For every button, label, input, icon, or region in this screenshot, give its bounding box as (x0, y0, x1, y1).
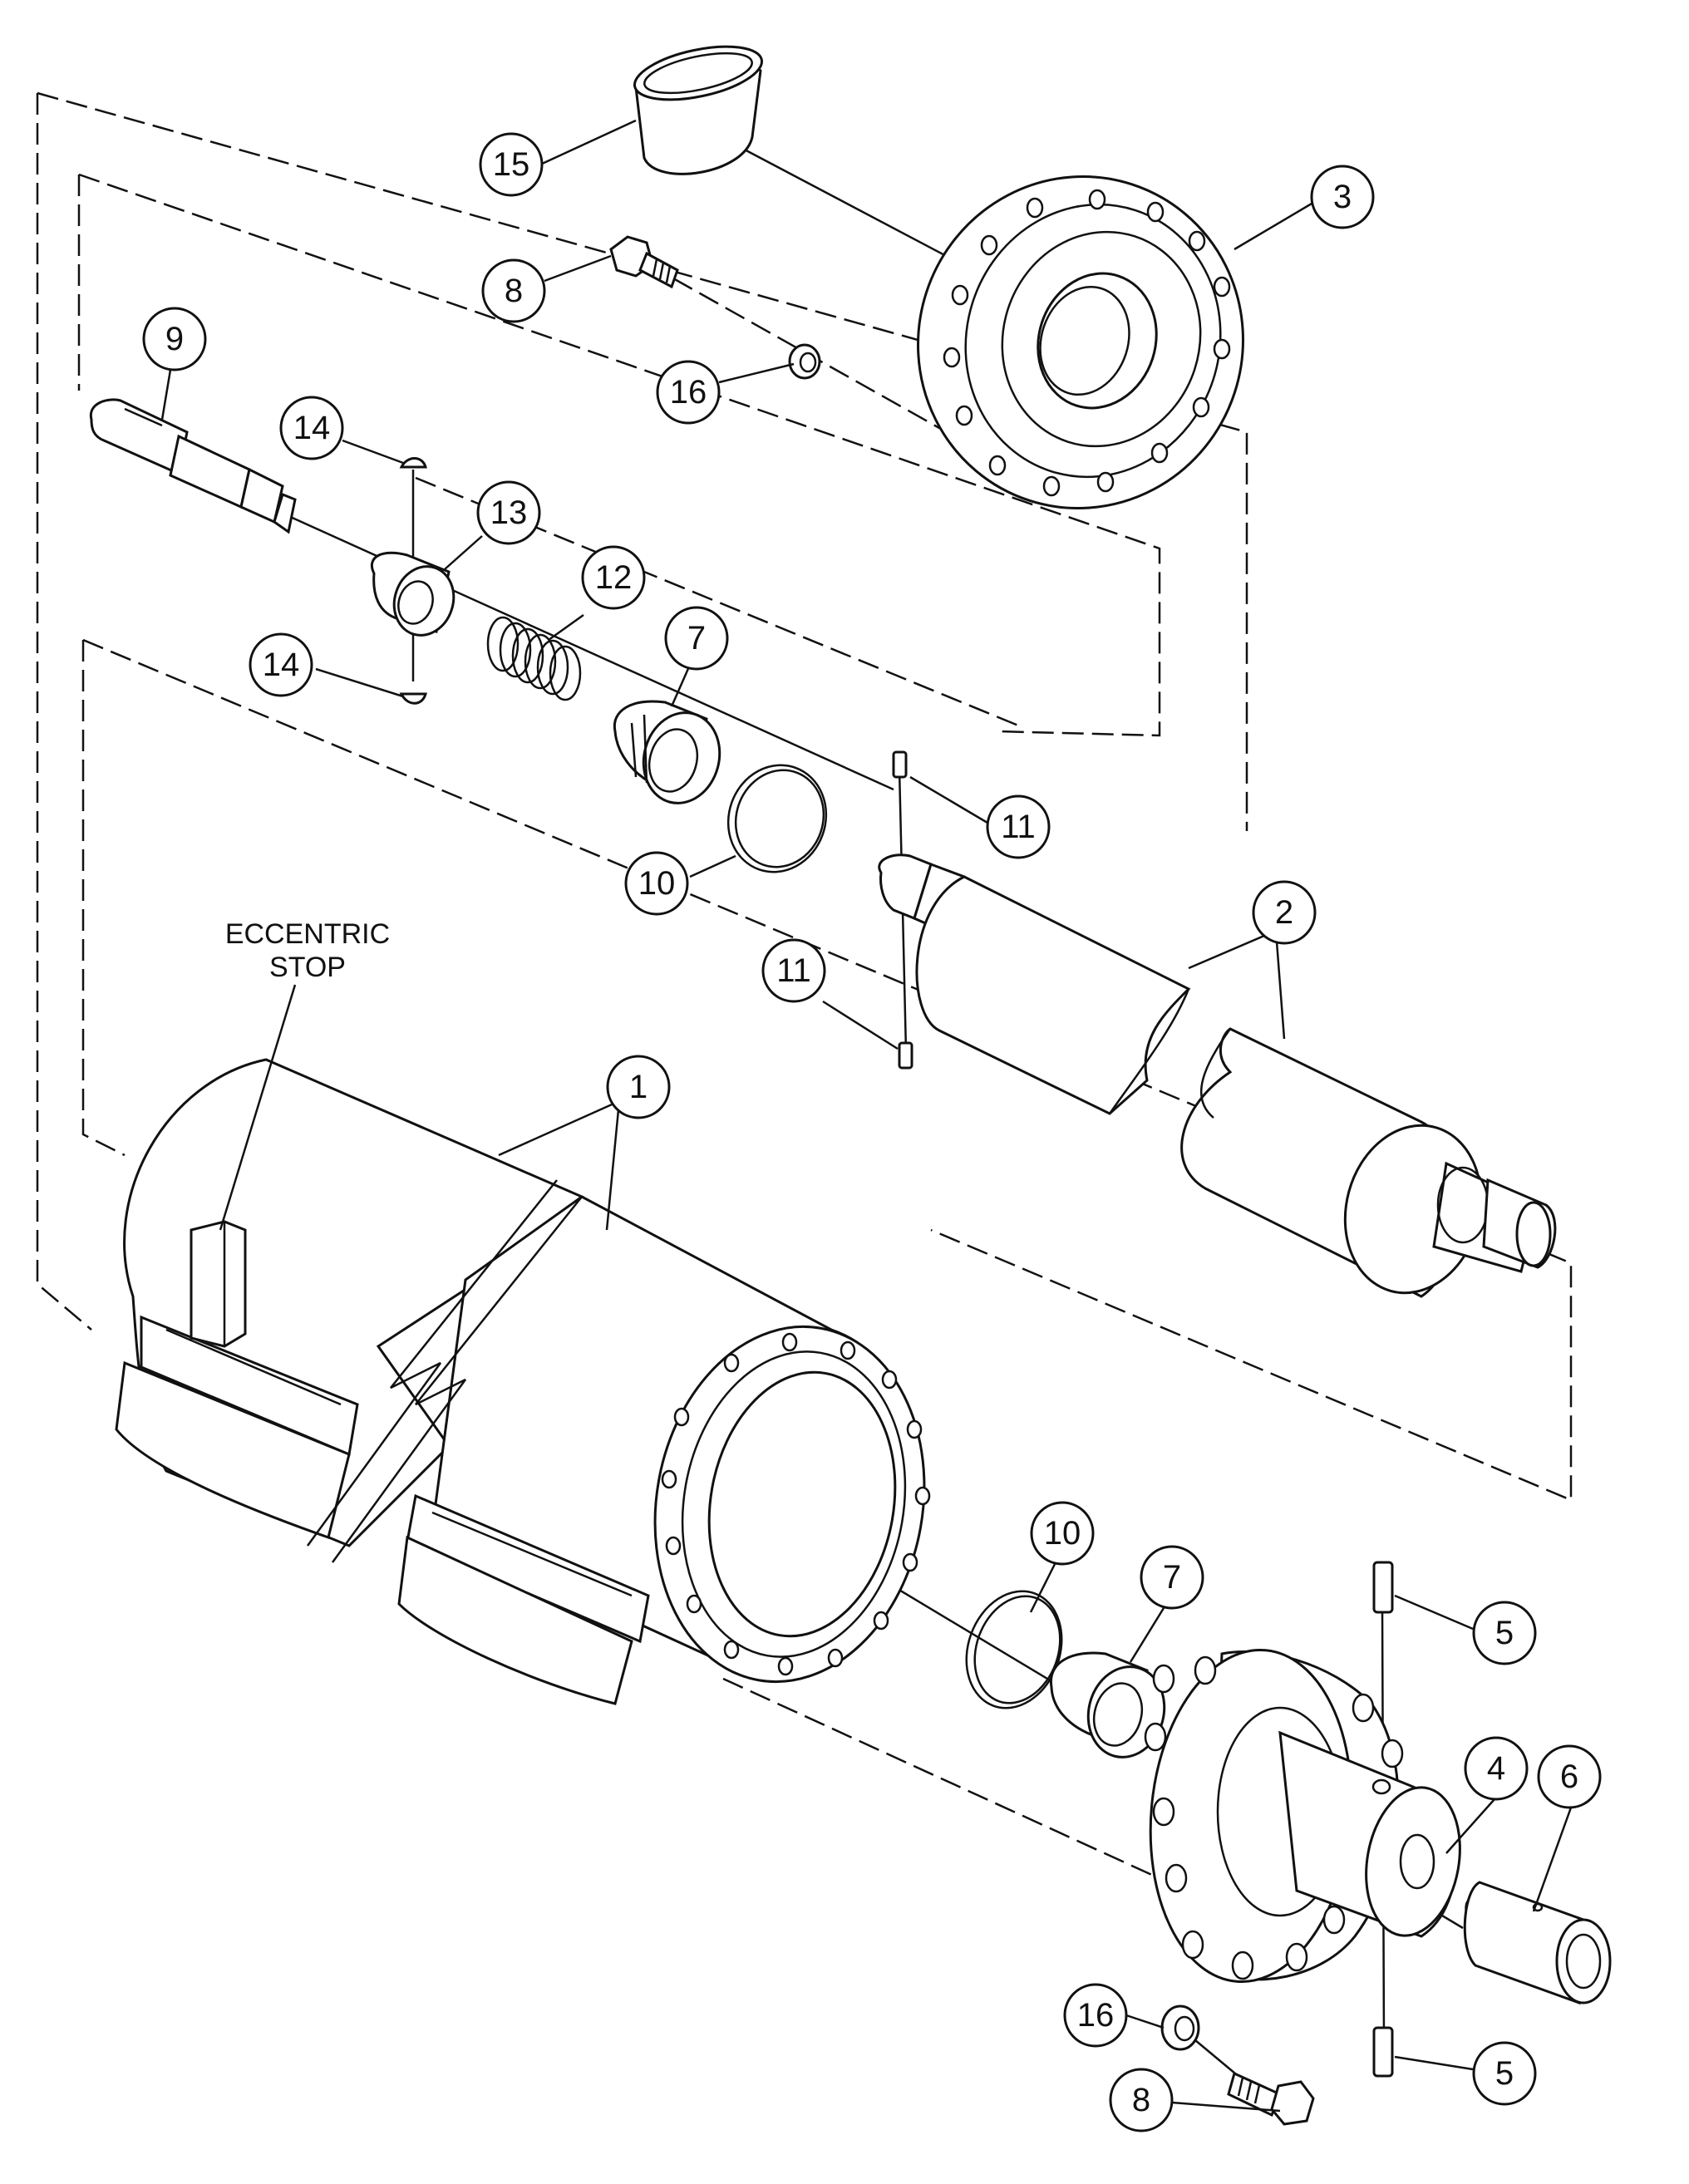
callout-3: 3 (1310, 165, 1375, 229)
svg-text:8: 8 (1132, 2082, 1150, 2118)
svg-text:7: 7 (687, 620, 706, 657)
callout-11-lower: 11 (761, 938, 826, 1003)
callout-14-upper: 14 (279, 396, 344, 460)
part-7-bearing-upper (613, 700, 721, 804)
part-3-flange-cap (917, 175, 1244, 510)
svg-text:13: 13 (490, 494, 528, 531)
svg-text:15: 15 (493, 146, 530, 183)
part-1-housing (115, 1058, 931, 1705)
callout-16-lower: 16 (1063, 1983, 1128, 2048)
svg-text:5: 5 (1495, 2055, 1514, 2092)
svg-text:11: 11 (776, 952, 811, 989)
callouts: 15 3 8 16 9 14 13 12 7 14 11 10 2 11 1 1… (142, 132, 1602, 2132)
svg-text:9: 9 (165, 321, 184, 357)
part-5-pin-lower (1372, 2026, 1394, 2078)
callout-1: 1 (606, 1055, 671, 1119)
svg-text:5: 5 (1495, 1615, 1514, 1651)
svg-text:1: 1 (629, 1069, 648, 1105)
label-line-1: ECCENTRIC (225, 918, 390, 950)
eccentric-stop-block (190, 1220, 247, 1348)
callout-2: 2 (1252, 880, 1317, 945)
part-2-eccentric-shaft (878, 853, 1557, 1298)
callout-13: 13 (476, 480, 541, 545)
svg-text:3: 3 (1333, 179, 1352, 215)
callout-9: 9 (142, 307, 207, 371)
part-16-washer-upper (788, 343, 821, 380)
part-15-ring (633, 45, 764, 175)
callout-10-upper: 10 (624, 851, 689, 916)
callout-5-upper: 5 (1472, 1601, 1537, 1665)
svg-text:11: 11 (1001, 809, 1036, 845)
svg-text:7: 7 (1163, 1559, 1181, 1596)
part-8-bolt-lower (1227, 2071, 1315, 2126)
callout-15: 15 (479, 132, 544, 197)
svg-text:4: 4 (1487, 1750, 1505, 1787)
callout-10-lower: 10 (1030, 1501, 1095, 1566)
label-line-2: STOP (269, 952, 346, 983)
part-13-collar (371, 551, 455, 637)
svg-text:16: 16 (1077, 1997, 1115, 2034)
part-14-key-lower (399, 692, 427, 705)
part-14-key-upper (399, 457, 427, 469)
callout-16-upper: 16 (656, 360, 721, 425)
part-11-pin-lower (898, 1041, 913, 1070)
part-4-drive-flange (1144, 1648, 1461, 1984)
part-5-pin-upper (1372, 1561, 1394, 1614)
callout-7-upper: 7 (664, 606, 729, 671)
part-16-washer-lower (1160, 2004, 1200, 2051)
svg-text:16: 16 (670, 374, 707, 411)
callout-5-lower: 5 (1472, 2041, 1537, 2106)
svg-text:6: 6 (1560, 1759, 1578, 1795)
callout-4: 4 (1464, 1736, 1529, 1801)
svg-text:10: 10 (1044, 1515, 1081, 1552)
svg-text:2: 2 (1275, 894, 1293, 931)
svg-text:10: 10 (638, 865, 676, 902)
part-9-shaft (89, 398, 297, 534)
callout-8-upper: 8 (481, 258, 546, 323)
part-6-splined-sleeve (1463, 1881, 1612, 2005)
svg-text:12: 12 (595, 559, 633, 596)
svg-text:8: 8 (505, 273, 523, 309)
leader-lines (160, 119, 1573, 2113)
flange-bolt-holes (943, 189, 1231, 497)
part-12-spring (486, 616, 582, 701)
callout-11-upper: 11 (986, 794, 1051, 859)
part-10-snap-ring-upper (726, 764, 828, 873)
housing-bolt-holes (661, 1332, 931, 1676)
callout-7-lower: 7 (1140, 1545, 1204, 1610)
part-8-bolt-upper (609, 235, 679, 289)
svg-text:14: 14 (263, 647, 300, 683)
callout-12: 12 (581, 545, 646, 610)
callout-14-lower: 14 (249, 632, 313, 697)
svg-text:14: 14 (293, 410, 331, 446)
callout-6: 6 (1537, 1744, 1602, 1809)
part-11-pin-upper (892, 750, 908, 779)
eccentric-stop-label: ECCENTRIC STOP (225, 918, 390, 983)
hub-bolt-holes (1144, 1655, 1404, 1980)
callout-8-lower: 8 (1109, 2068, 1174, 2132)
